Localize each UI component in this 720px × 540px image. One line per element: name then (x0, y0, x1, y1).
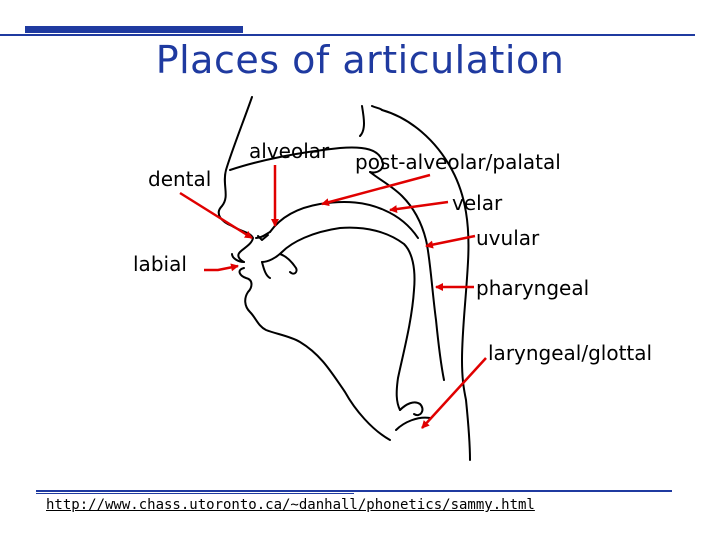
back-of-head (381, 109, 471, 461)
label-dental: dental (148, 167, 211, 191)
lower-teeth-2 (279, 253, 298, 275)
palate (269, 201, 419, 239)
bottom-rule-short (36, 493, 354, 494)
top-accent-bar (25, 26, 243, 33)
head-top-left (359, 105, 365, 137)
head-top (371, 105, 383, 111)
lower-lip (238, 267, 391, 441)
label-post-alveolar-palatal: post-alveolar/palatal (355, 150, 561, 174)
slide-title: Places of articulation (155, 38, 565, 82)
upper-teeth-tip (257, 234, 269, 241)
label-laryngeal-glottal: laryngeal/glottal (488, 341, 652, 365)
pointer-arrows (179, 165, 487, 429)
bottom-rule (36, 490, 672, 492)
label-velar: velar (452, 191, 503, 215)
label-pharyngeal: pharyngeal (476, 276, 589, 300)
label-labial: labial (133, 252, 187, 276)
label-alveolar: alveolar (249, 139, 330, 163)
lower-teeth (261, 261, 271, 279)
label-uvular: uvular (476, 226, 540, 250)
arrow-velar (389, 200, 449, 214)
arrow-uvular (425, 234, 476, 249)
epiglottis (399, 401, 424, 416)
head-outline (217, 96, 471, 461)
larynx (395, 416, 431, 431)
source-link[interactable]: http://www.chass.utoronto.ca/~danhall/ph… (46, 497, 535, 513)
arrow-laryngeal-glottal (421, 357, 487, 429)
face-profile (217, 96, 254, 263)
nasal-cavity (229, 146, 384, 174)
arrow-labial (204, 263, 239, 272)
tongue (261, 226, 416, 411)
arrow-post-alveolar-palatal (321, 173, 431, 207)
arrow-dental (179, 191, 253, 240)
top-rule (0, 34, 695, 36)
nasal-wall (369, 171, 445, 381)
upper-teeth (255, 231, 271, 239)
upper-lip (231, 253, 245, 263)
